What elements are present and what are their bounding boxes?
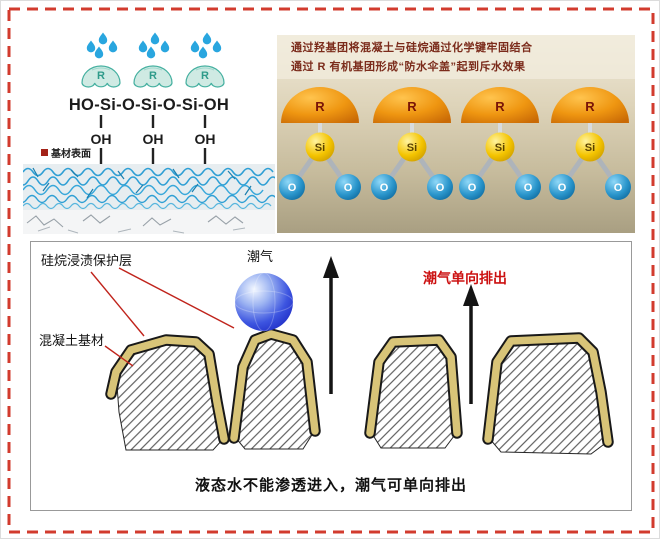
dome-r-label: R xyxy=(315,99,325,114)
umbrella-r-label: R xyxy=(97,70,105,82)
si-atom-label: Si xyxy=(495,142,505,154)
o-atom-label: O xyxy=(436,182,445,194)
water-drop-icon xyxy=(87,33,221,59)
o-atom-label: O xyxy=(524,182,533,194)
o-atom-label: O xyxy=(468,182,477,194)
protective-layer-label: 硅烷浸渍保护层 xyxy=(41,253,133,268)
siloxane-formula: HO-Si-O-Si-O-Si-OH xyxy=(69,96,229,114)
bond-lines xyxy=(99,115,207,164)
silane-structure-drawing: R R R HO-Si-O-Si-O-Si-OH OH OH OH xyxy=(23,31,275,234)
si-atom-label: Si xyxy=(585,142,595,154)
substrate-texture xyxy=(23,164,275,234)
o-atom-label: O xyxy=(614,182,623,194)
dome-r-label: R xyxy=(495,99,505,114)
si-atom-label: Si xyxy=(407,142,417,154)
lattice-caption-line2: 通过 R 有机基团形成“防水伞盖”起到斥水效果 xyxy=(291,61,526,73)
caption-backdrop xyxy=(277,35,635,79)
panel-breathable-coating: 硅烷浸渍保护层 潮气 潮气单向排出 混凝土基材 液态水不能渗透进入，潮气可单向排… xyxy=(30,241,632,511)
up-arrow-icon xyxy=(323,256,479,404)
silane-coating xyxy=(105,328,614,448)
substrate-surface-label: 基材表面 xyxy=(51,149,91,160)
moisture-sphere xyxy=(234,272,294,332)
one-way-exhaust-label: 潮气单向排出 xyxy=(423,270,507,286)
umbrella-r-label: R xyxy=(149,70,157,82)
leader-lines xyxy=(90,267,235,367)
frame-border xyxy=(7,7,655,534)
o-atom-label: O xyxy=(558,182,567,194)
o-atom-label: O xyxy=(380,182,389,194)
panel-molecular-lattice: R R R R Si Si Si Si xyxy=(277,35,635,233)
molecular-lattice-drawing: R R R R Si Si Si Si xyxy=(277,35,635,233)
hydroxyl-label: OH xyxy=(195,131,216,147)
dome-r-label: R xyxy=(585,99,595,114)
coating-diagram-drawing xyxy=(90,256,614,455)
si-atom xyxy=(305,132,605,162)
bottom-caption: 液态水不能渗透进入，潮气可单向排出 xyxy=(194,477,467,494)
moisture-label: 潮气 xyxy=(247,249,274,264)
dome-r-label: R xyxy=(407,99,417,114)
concrete-substrate-label: 混凝土基材 xyxy=(39,333,105,348)
o-atom xyxy=(279,174,631,200)
lattice-caption-line1: 通过羟基团将混凝土与硅烷通过化学键牢固结合 xyxy=(291,42,533,54)
hydroxyl-label: OH xyxy=(91,131,112,147)
panel-chemical-structure: R R R HO-Si-O-Si-O-Si-OH OH OH OH xyxy=(23,31,275,234)
o-atom-label: O xyxy=(344,182,353,194)
hydroxyl-label: OH xyxy=(143,131,164,147)
r-dome-icon xyxy=(281,87,629,123)
umbrella-r-label: R xyxy=(201,70,209,82)
o-atom-label: O xyxy=(288,182,297,194)
concrete-block xyxy=(115,333,608,455)
substrate-surface-marker-icon xyxy=(41,149,48,156)
substrate-surface-tag: 基材表面 xyxy=(39,145,93,160)
si-atom-label: Si xyxy=(315,142,325,154)
